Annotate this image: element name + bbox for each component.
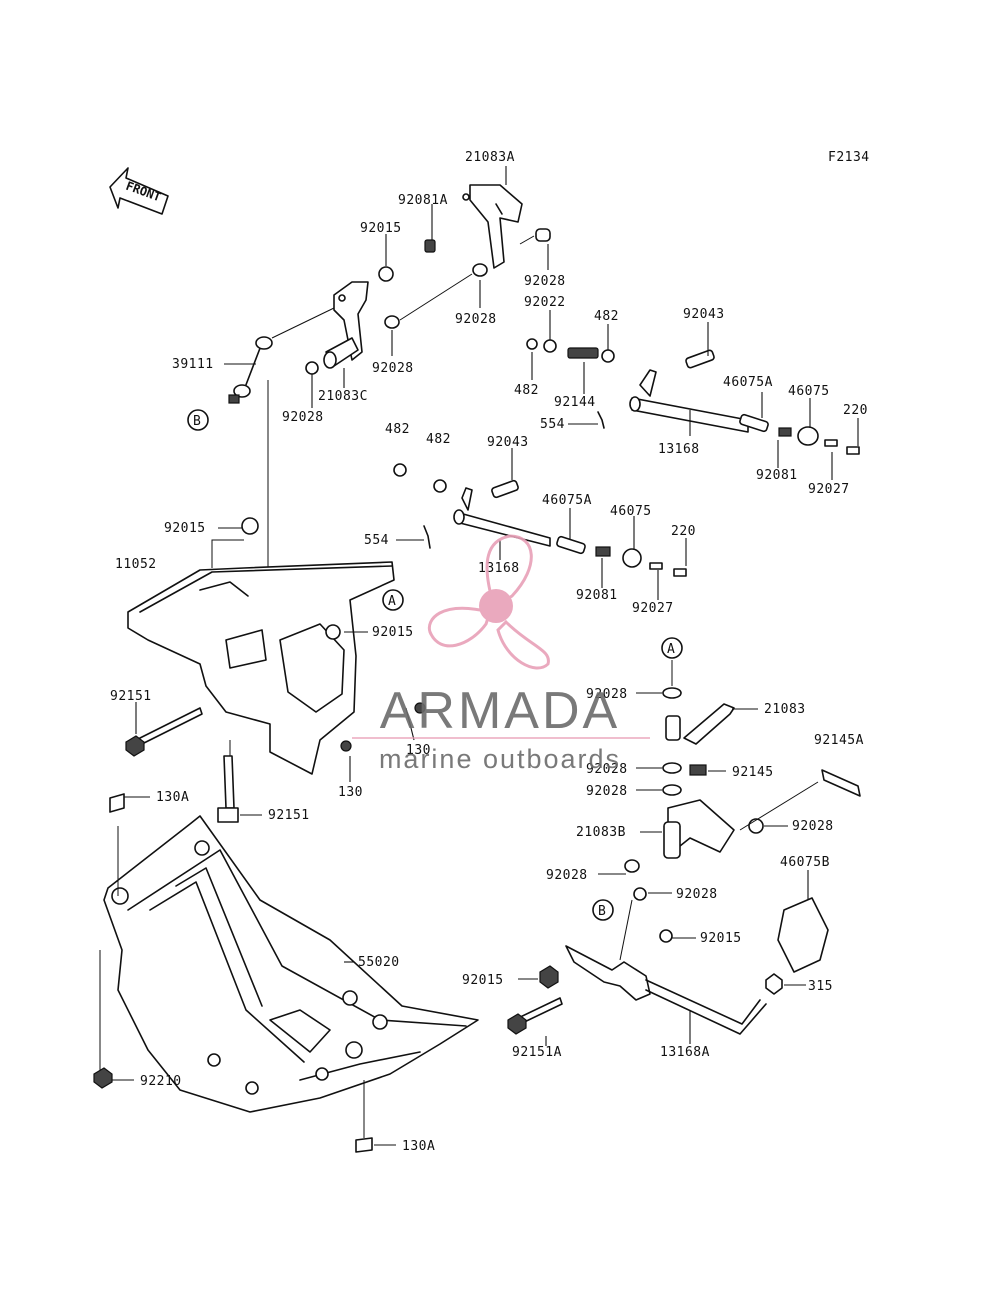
label-11052: 11052 [115,557,157,572]
watermark: ARMADA marine outboards [352,534,650,774]
label-21083C: 21083C [318,389,368,404]
label-92015: 92015 [360,221,402,236]
label-46075A: 46075A [723,375,773,390]
label-92081: 92081 [756,468,798,483]
label-92081: 92081 [576,588,618,603]
label-55020: 55020 [358,955,400,970]
label-92028: 92028 [455,312,497,327]
label-92028: 92028 [586,687,628,702]
label-13168: 13168 [478,561,520,576]
label-13168: 13168 [658,442,700,457]
frame-11052 [127,517,426,775]
label-92015: 92015 [372,625,414,640]
label-482: 482 [514,383,539,398]
label-92028: 92028 [372,361,414,376]
label-482: 482 [385,422,410,437]
label-92028: 92028 [524,274,566,289]
bolts-92151 [125,707,239,823]
label-92151: 92151 [110,689,152,704]
diagram-code: F2134 [828,150,870,165]
watermark-tagline: marine outboards [379,744,621,774]
marker-a-lower: A [661,637,683,659]
label-92028: 92028 [586,762,628,777]
label-46075: 46075 [788,384,830,399]
marker-b-left: B [187,409,209,431]
label-46075: 46075 [610,504,652,519]
label-92015: 92015 [164,521,206,536]
watermark-brand: ARMADA [380,682,620,740]
shift-shaft-lower [393,463,687,577]
label-554: 554 [364,533,389,548]
label-92081A: 92081A [398,193,448,208]
label-92027: 92027 [808,482,850,497]
label-92015: 92015 [700,931,742,946]
label-39111: 39111 [172,357,214,372]
label-46075A: 46075A [542,493,592,508]
label-92144: 92144 [554,395,596,410]
svg-text:A: A [388,594,396,609]
label-92028: 92028 [546,868,588,883]
label-482: 482 [426,432,451,447]
label-21083A: 21083A [465,150,515,165]
label-130: 130 [406,743,431,758]
propeller-logo-icon [427,534,550,670]
label-46075B: 46075B [780,855,830,870]
label-315: 315 [808,979,833,994]
label-21083: 21083 [764,702,806,717]
label-220: 220 [843,403,868,418]
marker-a-upper: A [382,589,404,611]
label-92022: 92022 [524,295,566,310]
label-130: 130 [338,785,363,800]
leader-lines [112,166,859,1146]
label-92043: 92043 [683,307,725,322]
label-13168A: 13168A [660,1045,710,1060]
svg-text:B: B [193,414,201,429]
marker-b-lower: B [592,899,614,921]
label-92145A: 92145A [814,733,864,748]
label-220: 220 [671,524,696,539]
lower-linkage [507,660,861,1035]
label-92015: 92015 [462,973,504,988]
label-130A: 130A [402,1139,435,1154]
label-92210: 92210 [140,1074,182,1089]
skid-plate-55020 [93,793,479,1153]
label-92028: 92028 [586,784,628,799]
label-554: 554 [540,417,565,432]
svg-text:A: A [667,642,675,657]
label-92145: 92145 [732,765,774,780]
part-labels: 21083A 92081A 92015 92028 92028 92028 92… [110,150,868,1154]
label-482: 482 [594,309,619,324]
label-92151: 92151 [268,808,310,823]
label-92028: 92028 [792,819,834,834]
label-92151A: 92151A [512,1045,562,1060]
label-92028: 92028 [282,410,324,425]
label-130A: 130A [156,790,189,805]
label-92043: 92043 [487,435,529,450]
label-21083B: 21083B [576,825,626,840]
front-arrow-icon: FRONT [109,167,169,215]
label-92027: 92027 [632,601,674,616]
svg-text:B: B [598,904,606,919]
label-92028: 92028 [676,887,718,902]
